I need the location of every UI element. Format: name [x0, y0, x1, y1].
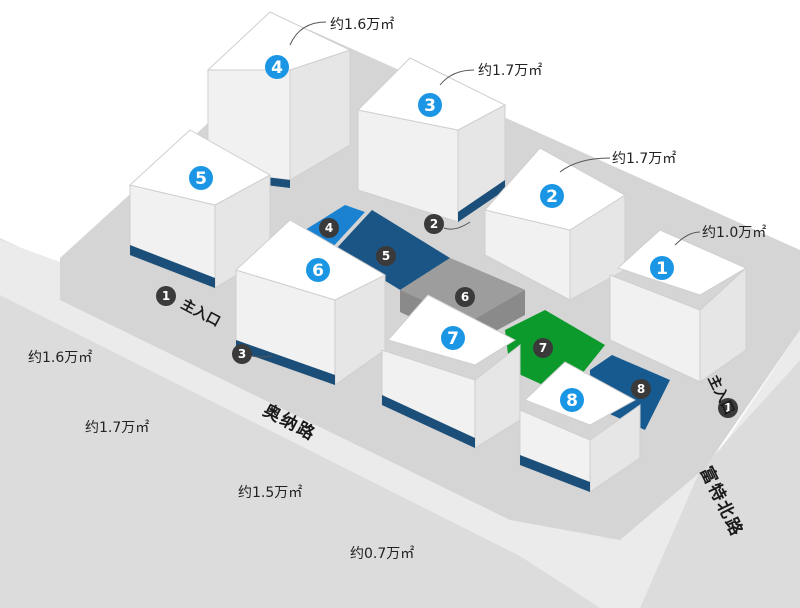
- building-badge-3: 3: [418, 93, 442, 117]
- svg-text:8: 8: [637, 382, 645, 396]
- area-label-building-3: 约1.7万㎡: [478, 63, 542, 79]
- building-number-5: 5: [195, 169, 207, 189]
- svg-text:6: 6: [461, 290, 469, 304]
- area-label-building-7: 约1.5万㎡: [238, 485, 302, 501]
- leader-lines: [251, 21, 701, 358]
- building-6: [235, 219, 387, 386]
- building-badge-7: 7: [441, 326, 465, 350]
- svg-text:7: 7: [539, 341, 547, 355]
- zone-marker-7: 7: [533, 338, 553, 358]
- zone-marker-1-east: 1: [718, 398, 738, 418]
- building-number-1: 1: [656, 259, 668, 279]
- zone-marker-8: 8: [631, 379, 651, 399]
- svg-text:2: 2: [430, 217, 438, 231]
- road-west-surface: [0, 262, 800, 608]
- svg-text:1: 1: [724, 401, 732, 415]
- building-badge-4: 4: [265, 55, 289, 79]
- area-label-building-6: 约1.7万㎡: [85, 420, 149, 436]
- zone-marker-3: 3: [232, 344, 252, 364]
- area-label-building-4: 约1.6万㎡: [330, 17, 394, 33]
- building-badge-6: 6: [306, 258, 330, 282]
- svg-text:4: 4: [325, 221, 333, 235]
- building-badge-5: 5: [189, 166, 213, 190]
- building-number-7: 7: [447, 329, 459, 349]
- building-badge-2: 2: [540, 184, 564, 208]
- area-label-building-8: 约0.7万㎡: [350, 546, 414, 562]
- area-label-building-5: 约1.6万㎡: [28, 350, 92, 366]
- svg-text:3: 3: [238, 347, 246, 361]
- building-1: [609, 229, 748, 383]
- svg-text:1: 1: [162, 289, 170, 303]
- building-badge-8: 8: [560, 388, 584, 412]
- building-number-4: 4: [271, 58, 283, 78]
- area-label-building-2: 约1.7万㎡: [612, 151, 676, 167]
- svg-text:5: 5: [382, 249, 390, 263]
- zone-marker-6: 6: [455, 287, 475, 307]
- area-label-building-1: 约1.0万㎡: [702, 225, 766, 241]
- zone-marker-1-west: 1: [156, 286, 176, 306]
- building-badge-1: 1: [650, 256, 674, 280]
- building-number-2: 2: [546, 187, 558, 207]
- zone-marker-4: 4: [319, 218, 339, 238]
- building-number-8: 8: [566, 391, 578, 411]
- zone-marker-2: 2: [424, 214, 444, 234]
- road-east: [640, 360, 800, 608]
- zone-marker-5: 5: [376, 246, 396, 266]
- building-number-6: 6: [312, 261, 324, 281]
- building-number-3: 3: [424, 96, 436, 116]
